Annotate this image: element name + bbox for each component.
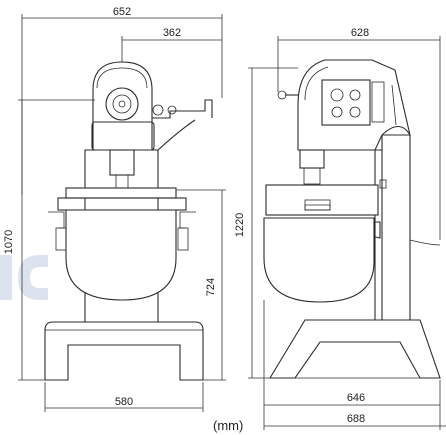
dim-side-base-width: 646 bbox=[347, 392, 365, 404]
dim-front-overall-height: 1070 bbox=[3, 230, 15, 254]
front-bowl bbox=[65, 209, 177, 301]
side-column bbox=[381, 125, 411, 320]
dim-front-bowl-height: 724 bbox=[205, 278, 217, 296]
dim-side-overall-height: 1220 bbox=[234, 213, 246, 237]
side-control-panel bbox=[321, 79, 371, 126]
side-spindle bbox=[299, 149, 325, 169]
dim-front-overall-width: 652 bbox=[113, 6, 131, 18]
watermark bbox=[0, 255, 48, 300]
front-spindle bbox=[109, 149, 135, 176]
front-lever bbox=[152, 99, 213, 119]
front-gear-knob bbox=[105, 87, 139, 121]
front-view bbox=[44, 61, 213, 381]
side-power-cord bbox=[409, 239, 441, 246]
side-head bbox=[297, 59, 411, 151]
front-dimensions: 652 362 1070 724 580 bbox=[3, 6, 226, 412]
front-bowl-arm bbox=[57, 197, 187, 211]
front-bowl-rim bbox=[65, 187, 177, 199]
dim-side-top-width: 628 bbox=[351, 27, 369, 39]
side-bowl bbox=[263, 217, 375, 303]
side-dimensions: 628 1220 646 688 bbox=[234, 27, 446, 430]
units-label: (mm) bbox=[213, 418, 243, 433]
side-view bbox=[263, 59, 441, 379]
front-gearbox bbox=[91, 121, 155, 151]
dim-side-overall-depth: 688 bbox=[347, 413, 365, 425]
side-base bbox=[269, 319, 441, 379]
dim-front-base-width: 580 bbox=[115, 396, 133, 408]
front-base bbox=[44, 321, 204, 381]
dim-front-arm-width: 362 bbox=[163, 27, 181, 39]
